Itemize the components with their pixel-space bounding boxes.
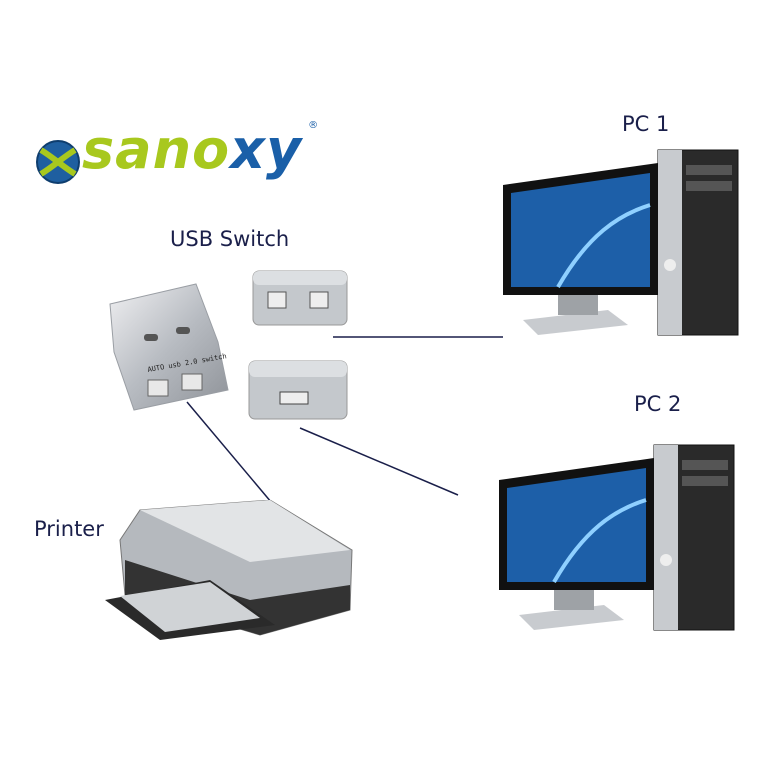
sanoxy-logo-text: sanoxy xyxy=(82,118,302,182)
pc2-label: PC 2 xyxy=(634,392,682,416)
sanoxy-logo-globe-icon xyxy=(36,140,80,184)
usb-switch-front-view xyxy=(248,360,348,420)
printer-label: Printer xyxy=(34,517,104,541)
line-switch-to-printer xyxy=(186,401,283,516)
pc1-computer xyxy=(498,145,743,340)
pc1-label: PC 1 xyxy=(622,112,670,136)
usb-switch-back-view xyxy=(252,270,348,326)
pc2-computer xyxy=(494,440,739,635)
usb-switch-device: AUTO usb 2.0 switch xyxy=(104,282,234,412)
printer-device xyxy=(100,500,355,645)
usb-switch-label: USB Switch xyxy=(170,227,290,251)
line-switch-to-pc2 xyxy=(299,427,459,496)
sanoxy-logo: sanoxy ® xyxy=(82,118,318,182)
registered-mark: ® xyxy=(308,120,319,131)
logo-text-green: sano xyxy=(82,118,231,181)
logo-text-blue: xy xyxy=(230,118,303,181)
